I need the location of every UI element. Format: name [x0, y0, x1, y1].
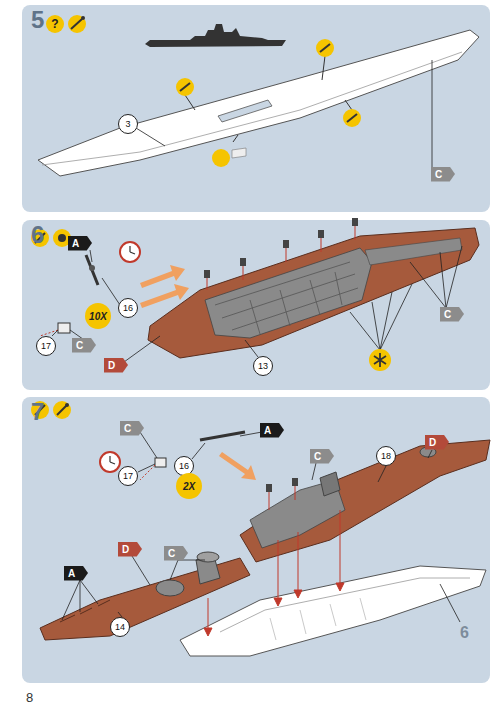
callout-number: 16 — [118, 298, 138, 318]
paint-code: D — [122, 544, 129, 555]
paint-code-flag: D — [104, 358, 128, 373]
step-panel-ground — [22, 5, 490, 212]
ship-silhouette — [145, 24, 286, 47]
step-panel-ground — [22, 220, 490, 390]
badge-text: 2X — [183, 481, 195, 492]
badge-text: ? — [51, 17, 58, 31]
part-number: 3 — [125, 119, 130, 129]
step-number: 6 — [31, 221, 44, 249]
paint-markers — [176, 39, 361, 167]
paint-code-flag: C — [310, 449, 334, 464]
step-panel-ground — [22, 397, 490, 683]
step-number: 5 — [31, 6, 44, 34]
callout-number: 17 — [36, 336, 56, 356]
hull-part-6 — [180, 566, 486, 656]
part-number: 18 — [381, 451, 391, 461]
part-number: 17 — [41, 341, 51, 351]
step-panel: 7CA17162XC18DDCA14 — [22, 397, 490, 683]
step-panel: 5? 3C — [22, 5, 490, 212]
part-16-rod — [86, 255, 98, 285]
paint-code-flag: D — [425, 435, 449, 450]
callout-number: 14 — [110, 617, 130, 637]
insert-arrows — [219, 452, 256, 480]
paint-code-flag: C — [431, 167, 455, 182]
tool-icons — [31, 15, 86, 419]
part-16-rod — [200, 432, 245, 440]
paint-code-flag: C — [120, 421, 144, 436]
hull-part — [38, 30, 479, 176]
leader-lines — [52, 246, 462, 362]
paint-code-flag: C — [72, 338, 96, 353]
step-number: 7 — [31, 398, 44, 426]
paint-code-flag: A — [68, 236, 92, 251]
insert-arrows — [140, 265, 189, 308]
paint-code: D — [108, 360, 115, 371]
quantity-badge: 10X — [85, 303, 111, 329]
part-number: 16 — [179, 461, 189, 471]
help-icon: ? — [46, 15, 64, 33]
paint-code: C — [76, 340, 83, 351]
paint-code-flag: A — [260, 423, 284, 438]
leader-lines — [136, 60, 432, 170]
part-number: 14 — [115, 622, 125, 632]
paint-code: A — [68, 568, 75, 579]
part-17-block — [40, 323, 70, 336]
paint-code-flag: D — [118, 542, 142, 557]
paint-code: D — [429, 437, 436, 448]
deck-part — [148, 228, 479, 358]
paint-code-flag: C — [440, 307, 464, 322]
paint-code: A — [72, 238, 79, 249]
callout-number: 18 — [376, 446, 396, 466]
paint-code-flag: C — [164, 546, 188, 561]
paint-code: C — [168, 548, 175, 559]
callout-number: 17 — [118, 466, 138, 486]
part-number: 17 — [123, 471, 133, 481]
paint-code: C — [435, 169, 442, 180]
quantity-badge: 2X — [176, 473, 202, 499]
part-number: 13 — [258, 361, 268, 371]
glue-asterisk-marker — [350, 284, 412, 371]
step-panel: 6A 16 10X 17 C D 13 C — [22, 220, 490, 390]
badge-text: 10X — [89, 311, 107, 322]
paint-code: C — [314, 451, 321, 462]
leader-lines — [62, 432, 460, 622]
clock-icon — [100, 452, 120, 472]
callout-number: 13 — [253, 356, 273, 376]
page-number: 8 — [26, 690, 33, 705]
paint-code: C — [124, 423, 131, 434]
paint-code: A — [264, 425, 271, 436]
placement-arrows — [204, 510, 344, 636]
clock-icon — [120, 242, 140, 262]
paint-code-flag: A — [64, 566, 88, 581]
paint-code: C — [444, 309, 451, 320]
step-part-number: 6 — [460, 624, 469, 642]
part-number: 16 — [123, 303, 133, 313]
callout-number: 3 — [118, 114, 138, 134]
pin-parts — [204, 218, 358, 290]
pin-parts — [266, 478, 298, 510]
